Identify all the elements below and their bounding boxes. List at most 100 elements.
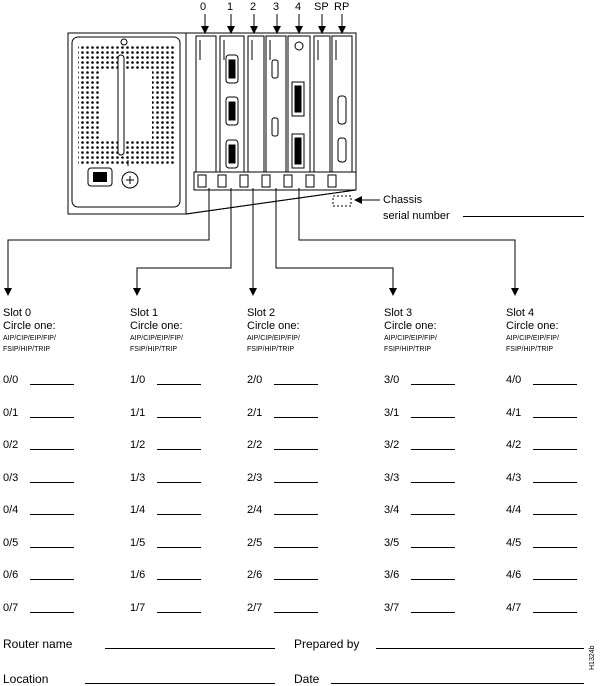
port-label: 3/7: [384, 601, 400, 614]
port-entry-field[interactable]: [157, 449, 201, 450]
port-entry-field[interactable]: [157, 481, 201, 483]
card-type-options: AIP/CIP/EIP/FIP/: [384, 335, 437, 342]
port-label: 0/4: [3, 504, 19, 516]
location-label: Location: [3, 672, 49, 686]
port-label: 3/4: [384, 504, 400, 516]
port-entry-field[interactable]: [30, 384, 74, 385]
port-label: 4/5: [506, 536, 522, 549]
port-label: 1/5: [130, 536, 146, 549]
port-label: 4/7: [506, 601, 522, 614]
port-entry-field[interactable]: [274, 384, 318, 385]
port-entry-field[interactable]: [411, 579, 455, 580]
port-entry-field[interactable]: [411, 384, 455, 385]
port-label: 4/0: [506, 374, 522, 386]
circle-one-label: Circle one:: [247, 320, 300, 332]
card-type-options: FSIP/HIP/TRIP: [3, 346, 51, 353]
port-label: 0/2: [3, 439, 19, 451]
port-entry-field[interactable]: [533, 416, 577, 418]
port-label: 4/1: [506, 406, 522, 419]
port-label: 3/1: [384, 406, 400, 419]
card-type-options: FSIP/HIP/TRIP: [384, 346, 432, 353]
port-entry-field[interactable]: [30, 416, 74, 418]
port-entry-field[interactable]: [533, 514, 577, 515]
card-type-options: FSIP/HIP/TRIP: [247, 346, 295, 353]
slot-title: Slot 0: [3, 307, 32, 319]
port-label: 3/0: [384, 374, 400, 386]
port-entry-field[interactable]: [411, 546, 455, 548]
slot-title: Slot 4: [506, 307, 535, 319]
chassis-serial-label: serial number: [383, 210, 450, 222]
port-entry-field[interactable]: [274, 481, 318, 483]
port-entry-field[interactable]: [157, 384, 201, 385]
port-label: 0/0: [3, 374, 19, 386]
port-label: 0/1: [3, 406, 19, 419]
port-entry-field[interactable]: [30, 579, 74, 580]
port-entry-field[interactable]: [157, 514, 201, 515]
card-type-options: FSIP/HIP/TRIP: [506, 346, 554, 353]
port-entry-field[interactable]: [411, 611, 455, 613]
chassis-illustration: [4, 14, 519, 296]
port-label: 1/4: [130, 504, 146, 516]
port-entry-field[interactable]: [30, 449, 74, 450]
port-entry-field[interactable]: [533, 611, 577, 613]
port-entry-field[interactable]: [533, 384, 577, 385]
slot-arrows: [201, 14, 346, 34]
prepared-by-field[interactable]: [376, 648, 584, 649]
chassis-slot-label: 1: [227, 1, 234, 13]
port-entry-field[interactable]: [411, 416, 455, 418]
port-entry-field[interactable]: [533, 579, 577, 580]
card-type-options: AIP/CIP/EIP/FIP/: [3, 335, 56, 342]
port-entry-field[interactable]: [157, 611, 201, 613]
port-label: 4/2: [506, 439, 522, 451]
port-entry-field[interactable]: [157, 416, 201, 418]
port-label: 2/6: [247, 569, 263, 581]
port-entry-field[interactable]: [274, 611, 318, 613]
location-field[interactable]: [85, 683, 275, 684]
port-entry-field[interactable]: [274, 514, 318, 515]
port-label: 1/6: [130, 569, 146, 581]
port-label: 2/5: [247, 536, 263, 549]
router-name-field[interactable]: [105, 648, 275, 649]
port-entry-field[interactable]: [411, 449, 455, 450]
port-label: 2/7: [247, 601, 263, 614]
port-entry-field[interactable]: [157, 546, 201, 548]
port-entry-field[interactable]: [411, 514, 455, 515]
chassis-slot-label: SP: [314, 1, 329, 13]
slot-bay-strip: [193, 171, 357, 191]
card-type-options: FSIP/HIP/TRIP: [130, 346, 178, 353]
port-entry-field[interactable]: [274, 579, 318, 580]
port-entry-field[interactable]: [274, 546, 318, 548]
slot-title: Slot 3: [384, 307, 413, 319]
port-label: 1/0: [130, 374, 146, 386]
figure-id: H1324b: [589, 645, 596, 670]
circle-one-label: Circle one:: [384, 320, 437, 332]
date-field[interactable]: [331, 683, 584, 684]
chassis-slot-label: 4: [295, 1, 302, 13]
slot-title: Slot 2: [247, 307, 276, 319]
port-label: 0/5: [3, 536, 19, 549]
port-entry-field[interactable]: [157, 579, 201, 580]
port-label: 3/2: [384, 439, 400, 451]
port-entry-field[interactable]: [30, 546, 74, 548]
card-slots: [195, 35, 353, 173]
date-label: Date: [294, 672, 320, 686]
serial-number-field[interactable]: [463, 216, 584, 217]
port-entry-field[interactable]: [30, 481, 74, 483]
port-entry-field[interactable]: [30, 514, 74, 515]
port-label: 4/6: [506, 569, 522, 581]
port-entry-field[interactable]: [533, 546, 577, 548]
port-entry-field[interactable]: [411, 481, 455, 483]
port-entry-field[interactable]: [533, 449, 577, 450]
port-entry-field[interactable]: [533, 481, 577, 483]
circle-one-label: Circle one:: [130, 320, 183, 332]
circle-one-label: Circle one:: [3, 320, 56, 332]
port-label: 2/4: [247, 504, 263, 516]
card-type-options: AIP/CIP/EIP/FIP/: [130, 335, 183, 342]
port-label: 1/1: [130, 406, 146, 419]
port-entry-field[interactable]: [274, 416, 318, 418]
port-label: 0/3: [3, 471, 19, 484]
port-entry-field[interactable]: [274, 449, 318, 450]
port-entry-field[interactable]: [30, 611, 74, 613]
port-label: 3/5: [384, 536, 400, 549]
